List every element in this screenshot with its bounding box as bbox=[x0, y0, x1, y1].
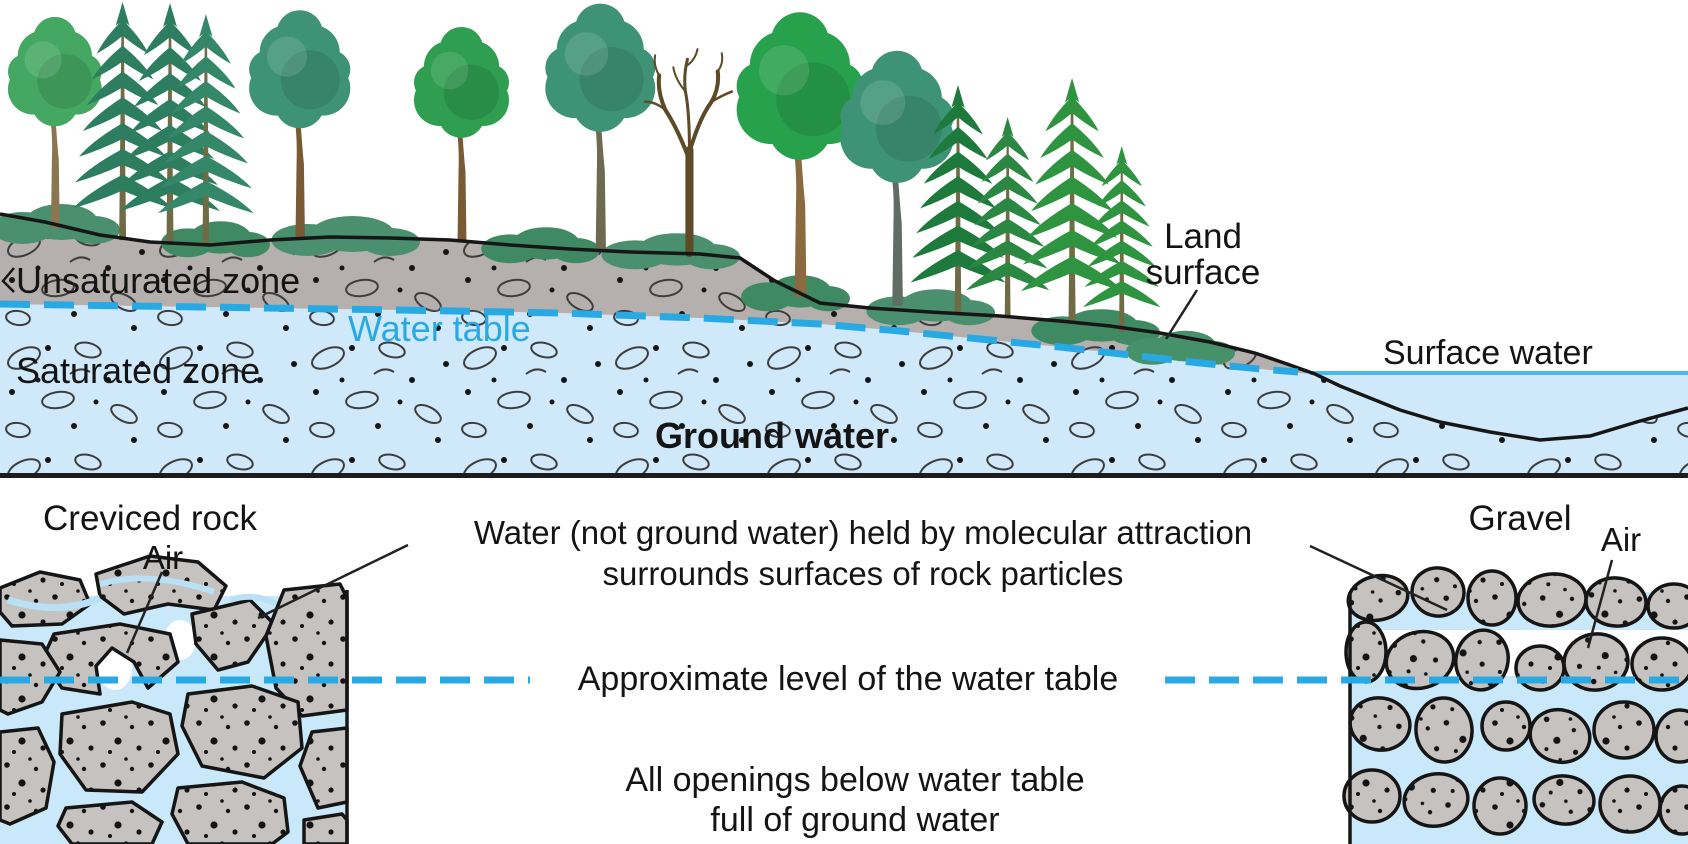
gravel-label: Gravel bbox=[1468, 499, 1572, 538]
air-right-pointer bbox=[1586, 559, 1614, 649]
ground-water-label: Ground water bbox=[654, 415, 890, 456]
openings-label: All openings below water table full of g… bbox=[625, 760, 1084, 840]
openings-line2: full of ground water bbox=[710, 801, 1000, 839]
land-surface-label-line1: Land bbox=[1164, 217, 1242, 256]
section-divider bbox=[0, 473, 1688, 478]
land-surface-line bbox=[0, 212, 1688, 442]
air-label-right: Air bbox=[1600, 521, 1642, 558]
molecular-pointer-left bbox=[257, 543, 409, 620]
upper-cross-section bbox=[0, 2, 1688, 478]
land-surface-label: Land surface bbox=[1146, 219, 1261, 291]
air-label-left: Air bbox=[142, 539, 184, 576]
molecular-attraction-line2: surrounds surfaces of rock particles bbox=[602, 555, 1124, 592]
gravel-inset bbox=[1342, 562, 1688, 844]
air-left-pointer bbox=[125, 571, 164, 654]
water-table-label: Water table bbox=[348, 308, 531, 349]
water-table-line bbox=[0, 300, 1299, 376]
creviced-rock-inset bbox=[0, 554, 349, 844]
pointer-lines bbox=[125, 543, 1614, 654]
land-surface-pointer-line bbox=[1164, 289, 1199, 340]
openings-line1: All openings below water table bbox=[625, 761, 1085, 799]
approximate-level-label: Approximate level of the water table bbox=[577, 660, 1119, 698]
molecular-attraction-line1: Water (not ground water) held by molecul… bbox=[473, 514, 1253, 551]
unsaturated-zone-label: Unsaturated zone bbox=[16, 260, 301, 301]
land-surface-label-line2: surface bbox=[1145, 253, 1261, 292]
saturated-zone-label: Saturated zone bbox=[16, 350, 261, 391]
surface-water-label: Surface water bbox=[1383, 334, 1593, 372]
molecular-attraction-label: Water (not ground water) held by molecul… bbox=[474, 512, 1252, 594]
unsaturated-zone-tick bbox=[1, 267, 15, 293]
molecular-pointer-right bbox=[1309, 544, 1448, 612]
creviced-rock-label: Creviced rock bbox=[43, 499, 257, 538]
